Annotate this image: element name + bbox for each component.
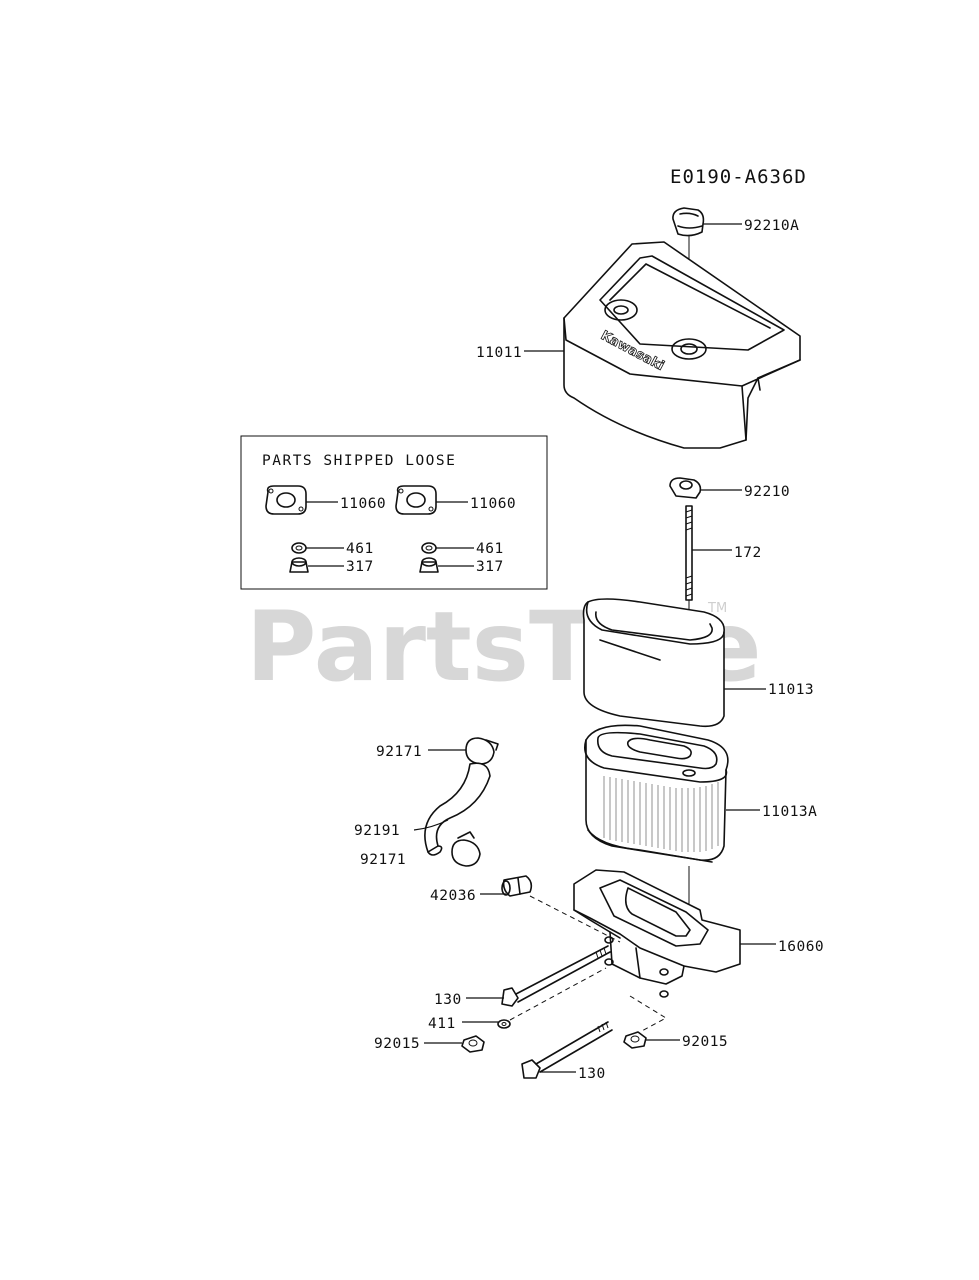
clamp-92171-bottom[interactable] <box>451 831 481 867</box>
label-92171-bottom[interactable]: 92171 <box>360 852 406 868</box>
fitting-42036[interactable] <box>501 875 533 897</box>
bolt-130-lower[interactable] <box>521 1021 613 1079</box>
label-11013A[interactable]: 11013A <box>762 804 817 820</box>
gasket-11060-left[interactable] <box>265 485 307 515</box>
label-11060-left: 11060 <box>340 496 386 512</box>
washer-alignment-line <box>509 967 607 1021</box>
label-411[interactable]: 411 <box>428 1016 456 1032</box>
nut-92210[interactable] <box>669 477 702 499</box>
right-nut-alignment-line <box>629 995 668 1033</box>
gasket-11060-right[interactable] <box>395 485 437 515</box>
label-172[interactable]: 172 <box>734 545 762 561</box>
parts-shipped-loose-box: PARTS SHIPPED LOOSE 11060 11060 461 <box>240 435 548 590</box>
watermark-trademark: TM <box>707 601 727 616</box>
label-317-left: 317 <box>346 559 374 575</box>
label-461-left: 461 <box>346 541 374 557</box>
washer-411[interactable] <box>497 1019 511 1029</box>
clamp-92171-top[interactable] <box>465 737 499 765</box>
label-92210[interactable]: 92210 <box>744 484 790 500</box>
label-42036[interactable]: 42036 <box>430 888 476 904</box>
loose-box-frame <box>240 435 548 590</box>
label-11060-right: 11060 <box>470 496 516 512</box>
fitting-alignment-line <box>529 895 621 943</box>
label-11013[interactable]: 11013 <box>768 682 814 698</box>
bolt-130-upper[interactable] <box>501 945 611 1007</box>
loose-box-title: PARTS SHIPPED LOOSE <box>262 453 456 469</box>
label-130-lower[interactable]: 130 <box>578 1066 606 1082</box>
nut-92015-right[interactable] <box>623 1031 647 1049</box>
label-130-upper[interactable]: 130 <box>434 992 462 1008</box>
label-92191[interactable]: 92191 <box>354 823 400 839</box>
base-plate-16060[interactable] <box>573 869 741 998</box>
diagram-reference-code: E0190-A636D <box>670 166 807 188</box>
label-16060[interactable]: 16060 <box>778 939 824 955</box>
label-11011[interactable]: 11011 <box>476 345 522 361</box>
nut-92015-left[interactable] <box>461 1035 485 1053</box>
air-cleaner-cover-11011[interactable]: Kawasaki <box>563 241 801 449</box>
label-317-right: 317 <box>476 559 504 575</box>
air-filter-element-11013A[interactable] <box>584 724 729 863</box>
nut-317-right[interactable] <box>419 557 439 573</box>
label-92015-left[interactable]: 92015 <box>374 1036 420 1052</box>
label-92015-right[interactable]: 92015 <box>682 1034 728 1050</box>
stud-172[interactable] <box>685 505 693 601</box>
label-92171-top[interactable]: 92171 <box>376 744 422 760</box>
nut-317-left[interactable] <box>289 557 309 573</box>
pre-cleaner-11013[interactable] <box>582 598 725 728</box>
washer-461-right[interactable] <box>421 542 437 554</box>
hose-92191[interactable] <box>424 762 491 856</box>
label-461-right: 461 <box>476 541 504 557</box>
washer-461-left[interactable] <box>291 542 307 554</box>
label-92210A[interactable]: 92210A <box>744 218 799 234</box>
wing-nut-92210A[interactable] <box>672 207 705 237</box>
